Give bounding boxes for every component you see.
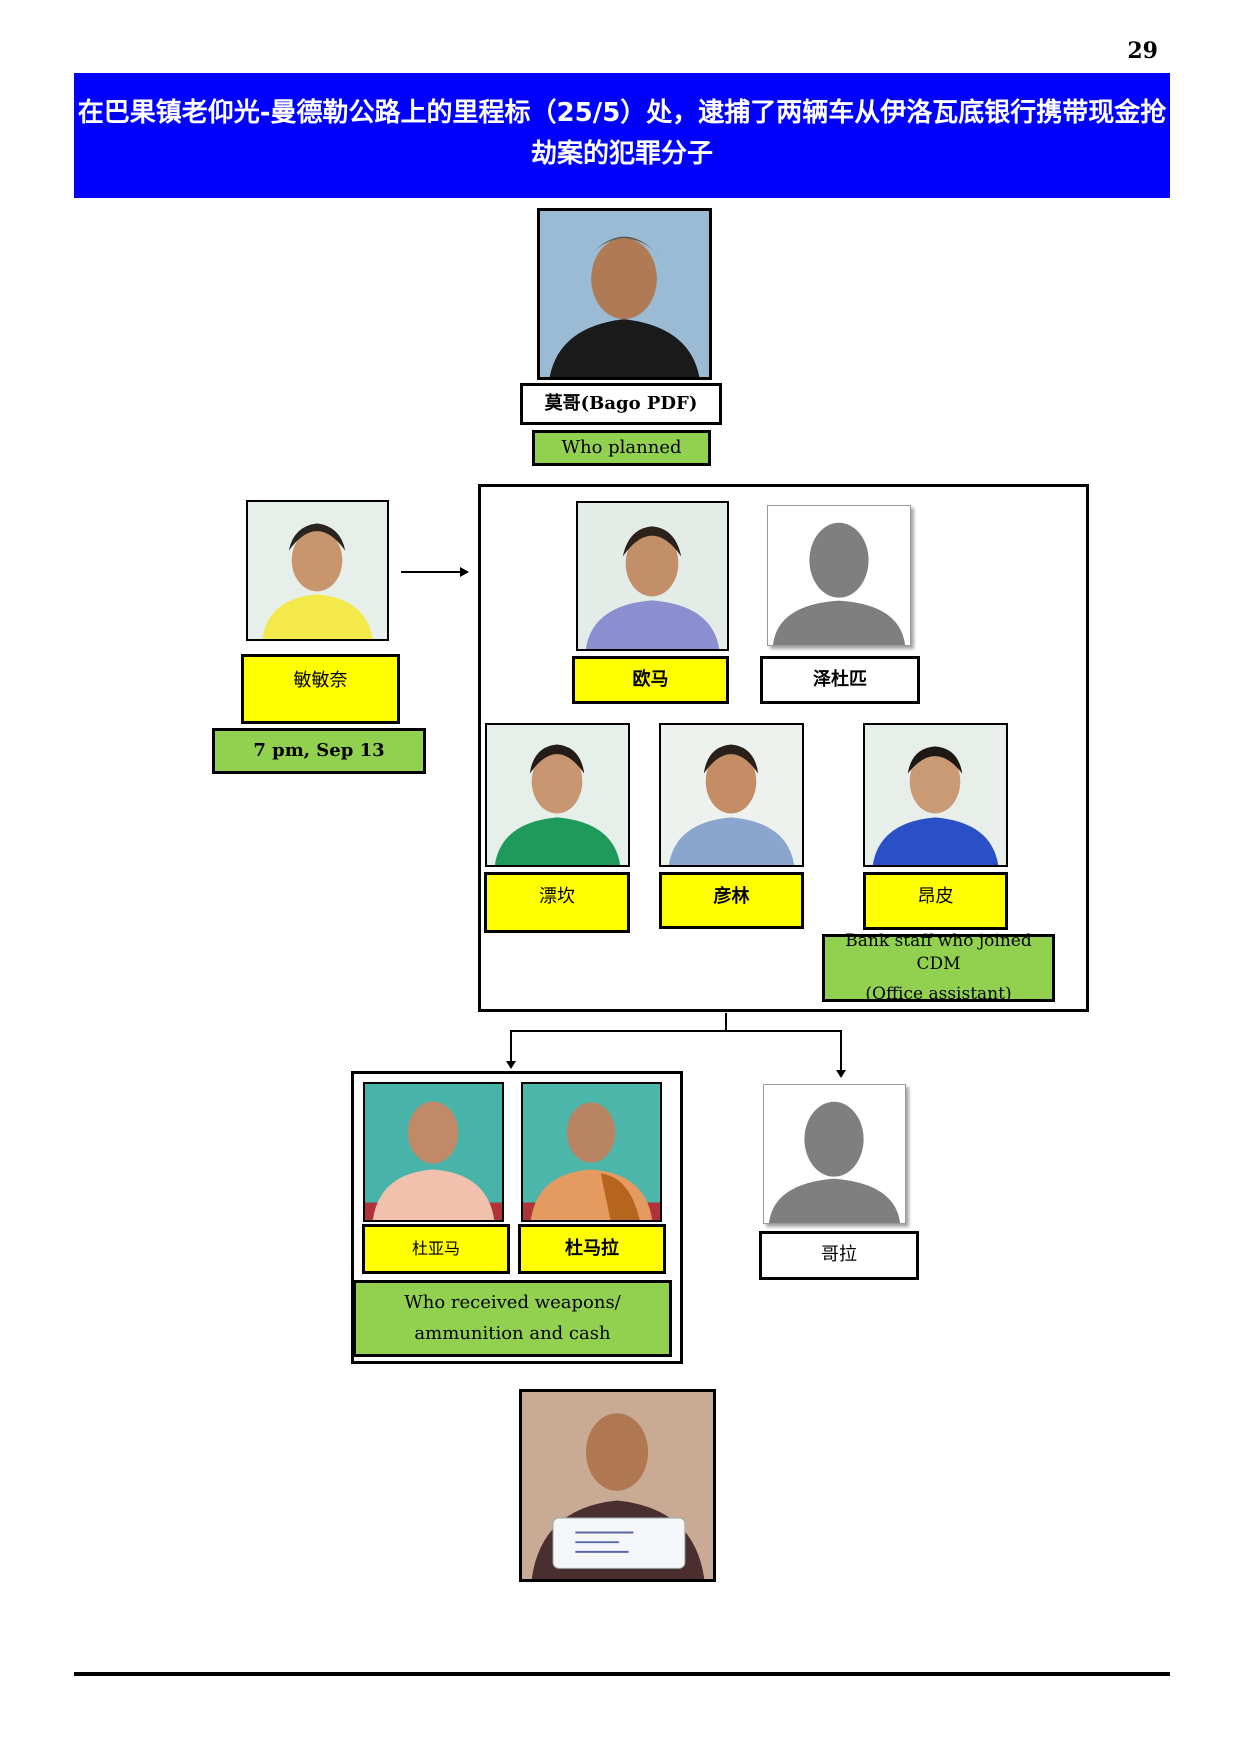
connector-right-drop <box>840 1030 842 1071</box>
dumala-name-box: 杜马拉 <box>518 1224 666 1274</box>
angpi-role-line1: Bank staff who joined CDM <box>845 930 1032 974</box>
angpi-role-box: Bank staff who joined CDM (Office assist… <box>822 931 1055 1004</box>
yanlin-photo <box>659 723 804 867</box>
bottom-rule <box>74 1672 1170 1676</box>
informant-photo <box>246 500 389 641</box>
receivers-role-line2: ammunition and cash <box>414 1322 611 1344</box>
angpi-role-line2: (Office assistant) <box>865 984 1012 1005</box>
dumala-photo <box>521 1082 662 1222</box>
connector-horizontal <box>510 1030 842 1032</box>
receivers-role-line1: Who received weapons/ <box>404 1292 621 1314</box>
receivers-frame <box>351 1071 683 1364</box>
group-frame <box>478 484 1089 1012</box>
planner-name-box: 莫哥(Bago PDF) <box>520 383 722 425</box>
angpi-photo <box>863 723 1008 867</box>
informant-name-box: 敏敏奈 <box>241 654 400 724</box>
page-title: 在巴果镇老仰光-曼德勒公路上的里程标（25/5）处，逮捕了两辆车从伊洛瓦底银行携… <box>74 73 1170 198</box>
duyama-photo <box>363 1082 504 1222</box>
informant-time-box: 7 pm, Sep 13 <box>212 728 426 774</box>
arrowhead-right-icon <box>460 567 469 577</box>
connector-left-drop <box>510 1030 512 1062</box>
connector-stem <box>725 1013 727 1031</box>
duyama-name-box: 杜亚马 <box>362 1224 510 1274</box>
zedupi-photo <box>767 505 911 646</box>
angpi-name-box: 昂皮 <box>863 872 1008 930</box>
arrowhead-down-icon <box>836 1070 846 1078</box>
yanlin-name-box: 彦林 <box>659 872 804 929</box>
planner-role-box: Who planned <box>532 430 711 466</box>
gela-name-box: 哥拉 <box>759 1231 919 1280</box>
receivers-role-box: Who received weapons/ ammunition and cas… <box>353 1280 672 1357</box>
planner-photo <box>537 208 712 380</box>
page-number: 29 <box>1127 38 1158 64</box>
piaokan-photo <box>485 723 630 867</box>
arrested-person-photo <box>519 1389 716 1582</box>
zedupi-name-box: 泽杜匹 <box>760 656 920 704</box>
gela-photo <box>763 1084 906 1224</box>
arrowhead-down-icon <box>506 1061 516 1069</box>
piaokan-name-box: 漂坎 <box>484 872 630 933</box>
ouma-name-box: 欧马 <box>572 656 729 704</box>
arrow-informant-to-group <box>401 571 461 573</box>
ouma-photo <box>576 501 729 651</box>
